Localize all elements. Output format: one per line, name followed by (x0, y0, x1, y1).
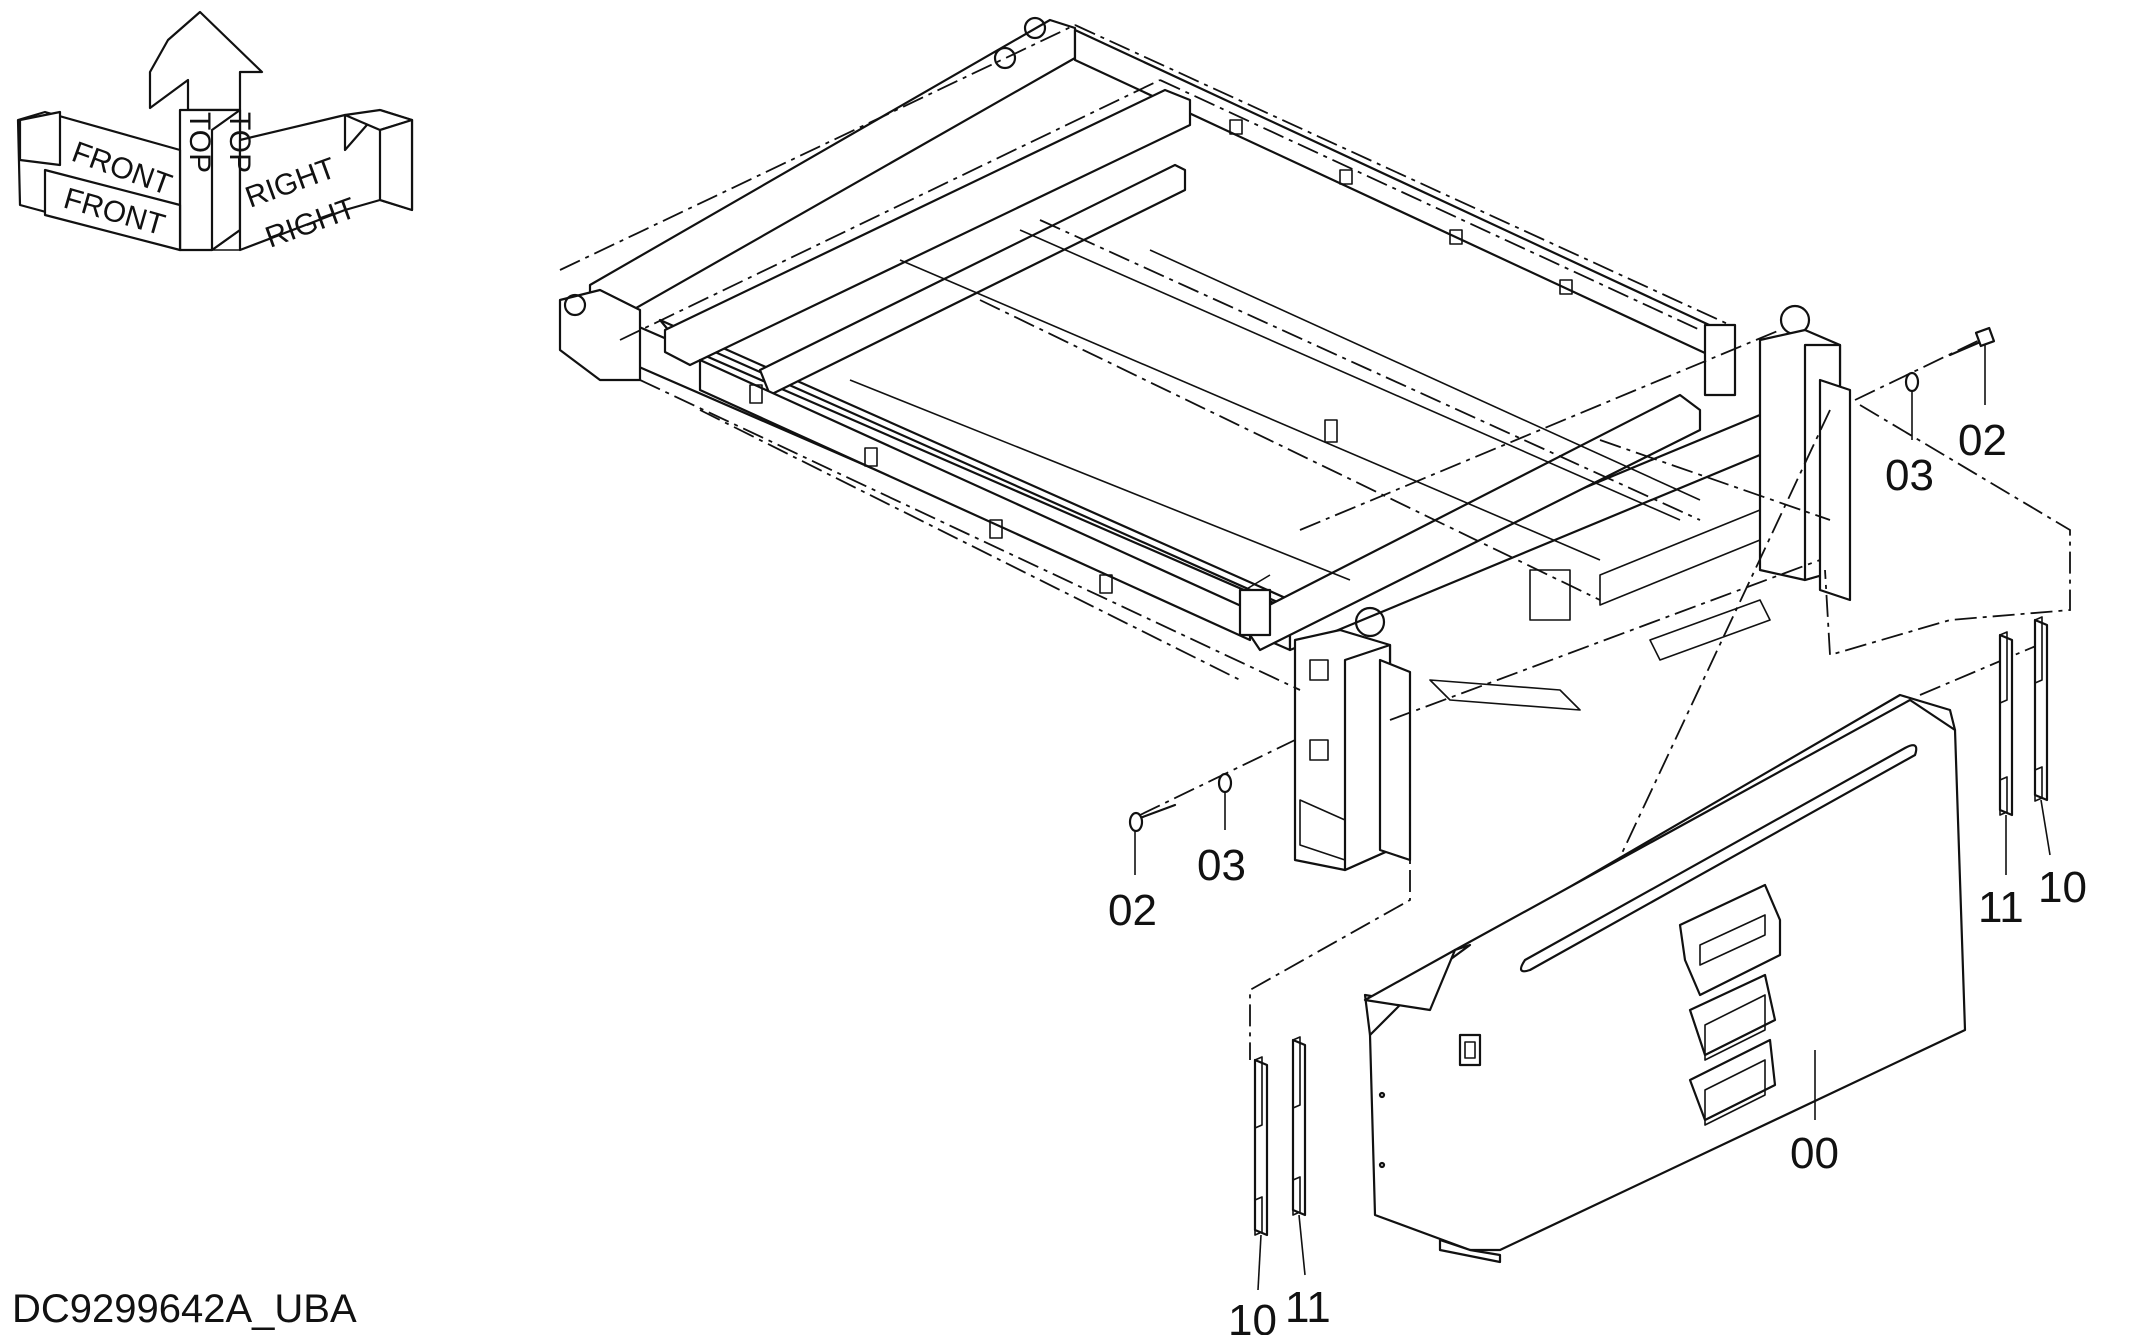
counterweight (1363, 693, 1967, 1264)
callout-10-left: 10 (1228, 1296, 1277, 1335)
shim-11-right (1998, 631, 2014, 817)
callout-11-left: 11 (1285, 1283, 1331, 1332)
shim-10-left (1253, 1056, 1269, 1237)
phantom-lines (559, 24, 2071, 1060)
shim-11-left (1291, 1036, 1307, 1217)
washer-right (1904, 371, 1920, 393)
orientation-top-label: TOP (183, 112, 216, 173)
callout-00: 00 (1790, 1129, 1839, 1178)
callout-03-left: 03 (1197, 841, 1246, 890)
callout-02-left: 02 (1108, 886, 1157, 935)
callout-03-right: 03 (1885, 451, 1934, 500)
callout-02-right: 02 (1958, 416, 2007, 465)
main-frame (558, 16, 1852, 872)
bolt-right (1948, 326, 1996, 357)
callout-11-right: 11 (1978, 883, 2024, 932)
leader-lines (1134, 345, 2051, 1291)
shim-10-right (2033, 616, 2049, 802)
drawing-code: DC9299642A_UBA (12, 1287, 357, 1331)
orientation-compass: TOP TOP FRONT FRONT RIGHT RIGHT (16, 10, 414, 255)
bolt-left (1128, 803, 1177, 833)
orientation-top-label-2: TOP (223, 112, 256, 173)
washer-left (1217, 772, 1233, 794)
callout-10-right: 10 (2038, 863, 2087, 912)
